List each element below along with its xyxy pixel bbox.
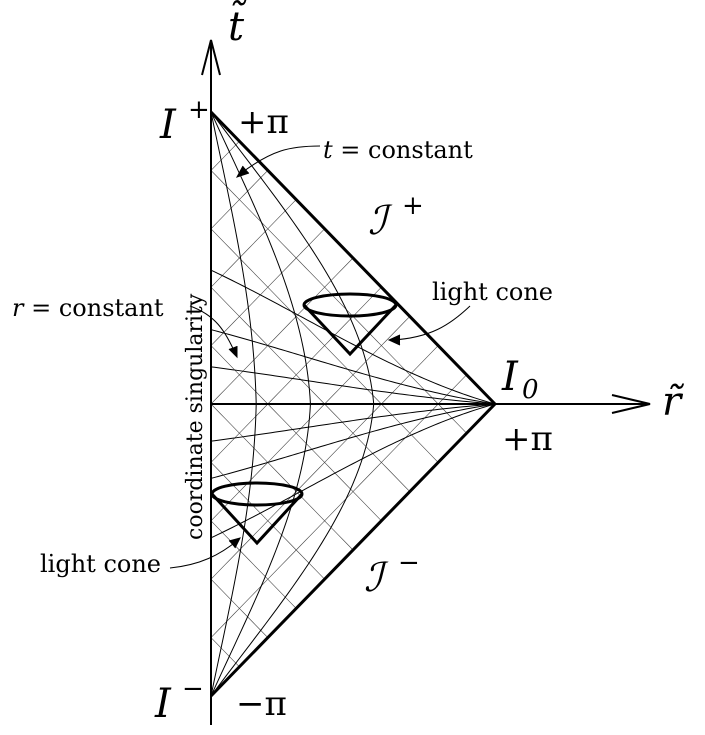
t-constant-text: = constant: [333, 136, 473, 164]
r-constant-annotation: r = constant: [12, 294, 164, 322]
coordinate-singularity-label: coordinate singularity: [183, 293, 208, 540]
i-zero-sub: 0: [522, 375, 539, 405]
i-zero-label: I: [501, 354, 519, 400]
null-grid: [210, 140, 467, 668]
scri-plus-sup: +: [402, 191, 424, 221]
scri-minus-edge: [209, 402, 497, 698]
r-constant-leader-head: [228, 346, 238, 359]
null-grid-line: [210, 462, 325, 580]
null-grid-line: [210, 403, 354, 551]
scri-minus-sup: −: [398, 548, 420, 578]
null-grid-line: [210, 286, 411, 492]
upper-light-cone: [302, 292, 398, 357]
t-constant-var: t: [323, 136, 333, 164]
null-grid-line: [210, 170, 467, 434]
right-pi-label: +π: [502, 419, 553, 459]
upper-cone-leader: [391, 305, 471, 341]
top-pi-label: +π: [238, 102, 289, 142]
r-axis-label: r̃: [662, 379, 684, 425]
bottom-pi-label: −π: [236, 684, 287, 724]
null-grid-line: [210, 578, 269, 638]
null-grid-line: [210, 257, 354, 405]
null-grid-line: [210, 316, 411, 522]
lower-cone-leader-head: [228, 537, 241, 549]
t-constant-curves: [210, 269, 496, 539]
scri-plus-label: ℐ: [368, 198, 393, 244]
i-minus-sup: −: [182, 674, 204, 704]
t-axis-arrowhead: [201, 39, 221, 76]
t-constant-curve: [210, 329, 496, 405]
t-constant-curve: [210, 269, 496, 405]
t-constant-leader-head: [235, 165, 250, 178]
r-constant-var: r: [12, 294, 25, 322]
scri-minus-label: ℐ: [364, 555, 389, 601]
lower-light-cone-label: light cone: [40, 550, 161, 578]
r-axis-arrowhead: [611, 394, 651, 414]
null-grid-line: [210, 345, 382, 522]
t-constant-leader: [239, 145, 321, 175]
t-constant-curve: [210, 403, 496, 539]
i-plus-label: I: [159, 102, 177, 148]
null-grid-line: [210, 637, 240, 668]
t-constant-curve: [210, 366, 496, 405]
t-constant-curve: [210, 403, 496, 442]
lower-cone-leader: [169, 539, 239, 569]
null-grid-line: [210, 228, 439, 463]
null-grid-line: [210, 140, 240, 171]
scri-plus-edge: [209, 110, 497, 406]
null-grid-line: [210, 199, 297, 288]
leader-arrows: [169, 145, 471, 569]
i-plus-sup: +: [188, 95, 210, 125]
null-grid-line: [210, 520, 297, 609]
upper-cone-leader-head: [387, 334, 401, 346]
lower-light-cone: [210, 481, 304, 546]
t-constant-annotation: t = constant: [323, 136, 473, 164]
i-minus-label: I: [154, 681, 172, 727]
t-constant-curve: [210, 403, 496, 479]
upper-light-cone-label: light cone: [432, 278, 553, 306]
t-axis-label: t̃: [228, 0, 246, 50]
r-constant-text: = constant: [23, 294, 163, 322]
